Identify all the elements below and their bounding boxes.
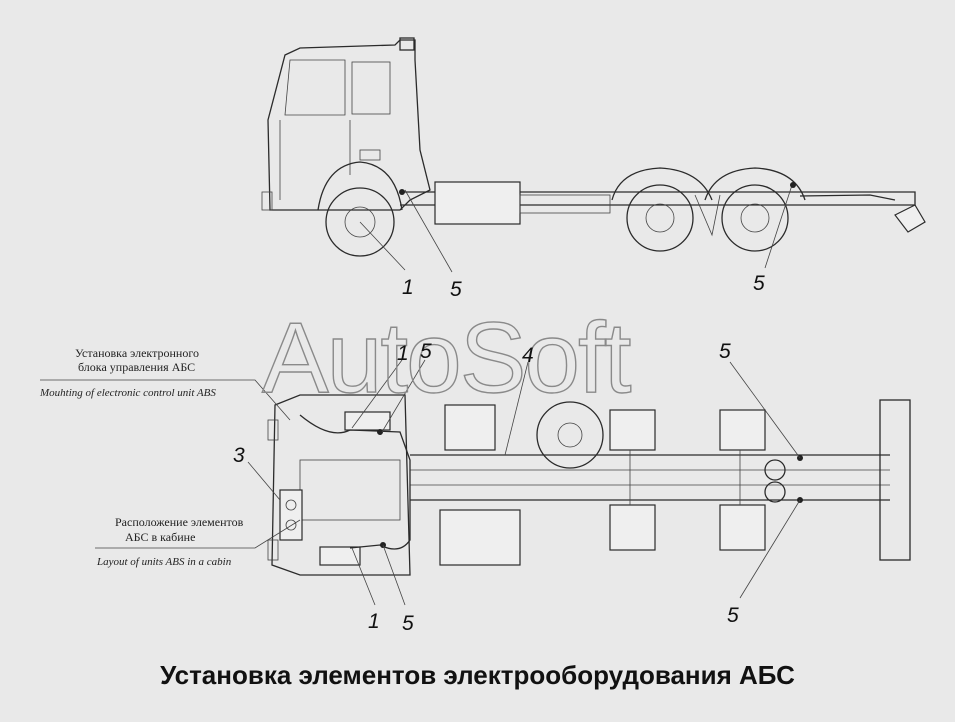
brake-chamber-1: [764, 459, 786, 481]
cross-lines-top: [410, 469, 890, 486]
note-cabin-leader: [95, 519, 301, 549]
chassis-frame: [400, 191, 916, 206]
callout-top-1a: 1: [397, 342, 409, 365]
rear-wheel-2: [721, 184, 789, 252]
watermark: AutoSoft: [262, 302, 632, 414]
trailer-connector: [894, 204, 926, 233]
rear-fender-1: [611, 167, 713, 201]
leader-top-5c: [382, 544, 406, 606]
leader-top-3: [247, 461, 281, 501]
callout-top-5d: 5: [727, 604, 739, 627]
cab-top-outline: [271, 394, 411, 576]
front-wheel-left-top: [344, 411, 391, 431]
note-cabin-ru-line2: АБС в кабине: [125, 530, 195, 544]
front-wheel-hub: [344, 206, 376, 238]
spare-wheel-hub: [557, 422, 583, 448]
leader-top-5d: [739, 499, 801, 599]
leader-top-1b: [351, 547, 376, 606]
cab-badge: [359, 149, 381, 161]
callout-top-4: 4: [522, 344, 534, 367]
right-mirror: [267, 539, 279, 561]
brake-chamber-2: [764, 481, 786, 503]
air-tank-top: [444, 404, 496, 451]
leader-side-5a: [404, 189, 453, 273]
rear-wheels-right-2: [719, 504, 766, 551]
rear-axles: [629, 450, 741, 505]
callout-side-5a: 5: [450, 278, 462, 301]
drawing-caption: Установка элементов электрооборудования …: [160, 660, 795, 690]
cab-headlight: [261, 191, 273, 211]
sensor-marker-rear: [790, 182, 796, 188]
callout-top-1b: 1: [368, 610, 380, 633]
rear-wheel-2-hub: [740, 203, 770, 233]
callout-top-3: 3: [233, 444, 245, 467]
callout-side-5b: 5: [753, 272, 765, 295]
rear-wheel-1-hub: [645, 203, 675, 233]
fuel-tank: [434, 181, 521, 225]
callout-top-5c: 5: [402, 612, 414, 635]
leader-side-1: [359, 221, 406, 271]
rear-wheels-left-1: [609, 409, 656, 451]
callout-top-5b: 5: [719, 340, 731, 363]
air-intake: [399, 37, 415, 51]
leader-top-1a: [351, 359, 403, 429]
rear-fender-2: [704, 167, 806, 201]
fuel-tank-top: [439, 509, 521, 566]
leader-top-5a: [381, 359, 426, 433]
note-ecu-ru-line1: Установка электронного: [75, 346, 199, 360]
rear-bumper-top: [879, 399, 911, 561]
abs-cabin-unit: [279, 489, 303, 541]
callout-top-5a: 5: [420, 340, 432, 363]
rear-wheels-left-2: [719, 409, 766, 451]
cabin-unit-knob-2: [285, 519, 297, 531]
note-cabin-ru-line1: Расположение элементов: [115, 515, 244, 529]
truck-side-view: [261, 37, 926, 273]
engine-hatch: [299, 459, 401, 521]
cab-door-lines: [279, 120, 351, 200]
cab-rear-window: [351, 61, 391, 115]
battery-box: [519, 194, 611, 214]
cab-door-window: [284, 59, 346, 116]
spare-wheel-top: [536, 401, 604, 469]
sensor-marker-top-front-left: [377, 429, 383, 435]
chassis-rails-top: [410, 454, 890, 501]
front-wheel-right-top: [319, 546, 361, 566]
front-fender: [317, 161, 403, 211]
truck-top-view: [40, 359, 911, 606]
rear-wheels-right-1: [609, 504, 656, 551]
leader-top-5b: [729, 361, 801, 459]
front-wheel: [325, 187, 395, 257]
cab-outline: [267, 39, 431, 211]
rear-suspension: [694, 194, 721, 237]
note-cabin-en: Layout of units ABS in a cabin: [96, 556, 232, 568]
leader-top-4: [504, 361, 529, 456]
leader-side-5b: [764, 181, 794, 269]
callout-side-1: 1: [402, 276, 414, 299]
cabin-unit-knob-1: [285, 499, 297, 511]
rear-wheel-1: [626, 184, 694, 252]
rear-cable: [799, 194, 896, 201]
note-ecu-leader: [40, 379, 291, 421]
note-ecu-ru-line2: блока управления АБС: [78, 360, 195, 374]
sensor-marker-front: [399, 189, 405, 195]
abs-harness: [299, 414, 411, 550]
note-ecu-en: Mouhting of electronic control unit ABS: [39, 387, 216, 399]
left-mirror: [267, 419, 279, 441]
